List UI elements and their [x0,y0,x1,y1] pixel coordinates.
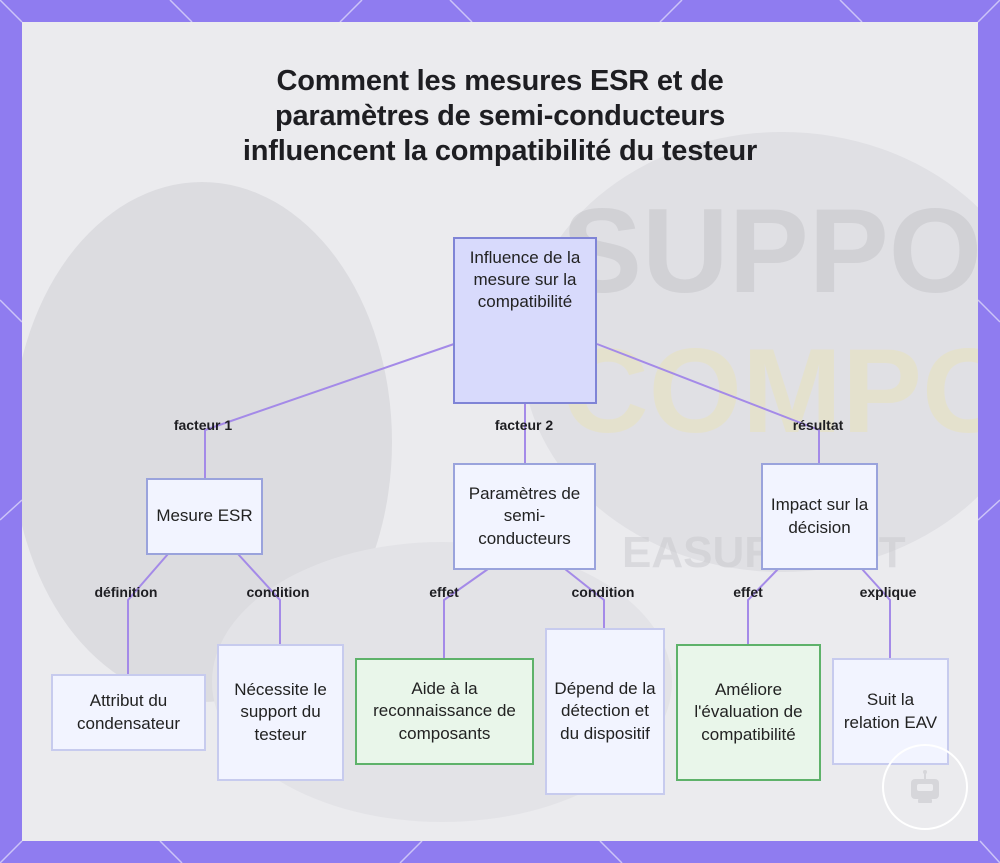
edge-label-condition-params: condition [571,584,635,600]
edge-label-definition: définition [94,584,158,600]
node-root-influence: Influence de la mesure sur la compatibil… [453,237,597,404]
node-necessite-support: Nécessite le support du testeur [217,644,344,781]
edge-label-resultat: résultat [792,417,844,433]
edge-label-effet-params: effet [429,584,459,600]
node-parametres-semi-conducteurs: Paramètres de semi-conducteurs [453,463,596,570]
node-aide-reconnaissance: Aide à la reconnaissance de composants [355,658,534,765]
edge-label-facteur-1: facteur 1 [173,417,233,433]
robot-icon [911,770,939,803]
diagram-title: Comment les mesures ESR et de paramètres… [242,65,758,167]
node-mesure-esr: Mesure ESR [146,478,263,555]
node-attribut-condensateur: Attribut du condensateur [51,674,206,751]
watermark-text-2: COMPO [562,324,978,458]
edge-label-condition-esr: condition [246,584,310,600]
edge-label-explique: explique [859,584,917,600]
watermark-text-1: SUPPO [562,184,978,318]
node-ameliore-evaluation: Améliore l'évaluation de compatibilité [676,644,821,781]
node-impact-decision: Impact sur la décision [761,463,878,570]
edge-label-effet-impact: effet [733,584,763,600]
robot-logo [882,744,968,830]
node-depend-detection: Dépend de la détection et du dispositif [545,628,665,795]
edge-label-facteur-2: facteur 2 [494,417,554,433]
